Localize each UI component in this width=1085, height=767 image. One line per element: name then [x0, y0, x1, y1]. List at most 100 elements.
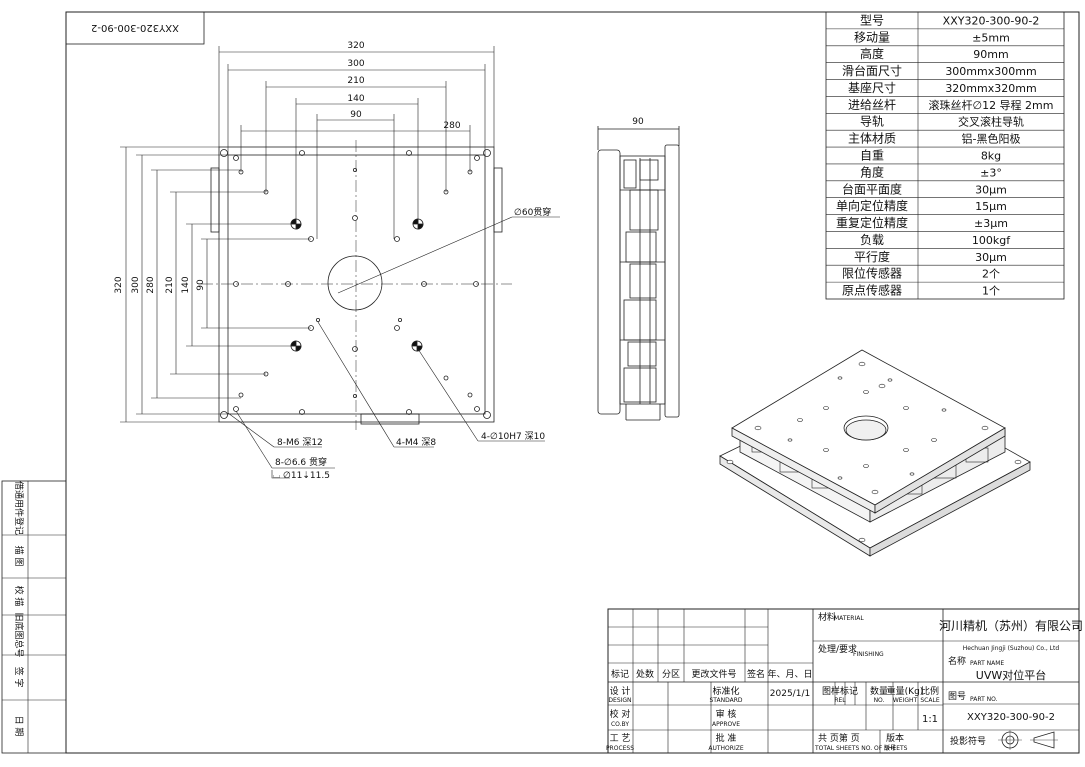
- callout-center-hole: ∅60贯穿: [514, 206, 551, 218]
- part-name-label: 名称: [948, 655, 966, 667]
- spec-label: 重复定位精度: [836, 215, 908, 230]
- callout-leaders: [227, 216, 560, 479]
- spec-value: 8kg: [981, 150, 1001, 163]
- spec-value: ±5mm: [972, 31, 1010, 44]
- approve-label-en: AUTHORIZE: [708, 745, 743, 752]
- spec-label: 高度: [860, 46, 884, 61]
- callout-counterbore: ⌴ ∅11⇣11.5: [273, 471, 330, 481]
- dim-side-90: 90: [632, 117, 644, 127]
- top-view: [201, 140, 512, 430]
- spec-value: 90mm: [973, 48, 1008, 61]
- isometric-view: [719, 349, 1031, 557]
- spec-label: 型号: [860, 13, 884, 27]
- design-label: 设 计: [610, 685, 631, 697]
- dim-left-320: 320: [114, 276, 124, 293]
- callout-pin-hole: 4-∅10H7 深10: [481, 431, 545, 442]
- projection-symbol: [998, 730, 1058, 750]
- dim-top-210: 210: [347, 76, 364, 86]
- spec-value: XXY320-300-90-2: [943, 14, 1040, 27]
- title-block: [607, 608, 1080, 754]
- standard-label: 标准化: [712, 685, 739, 697]
- weight-label: 重量(Kg): [887, 685, 924, 697]
- side-view: [597, 126, 680, 421]
- spec-label: 自重: [860, 149, 884, 163]
- dim-left-210: 210: [165, 276, 175, 293]
- process-label-en: PROCESS: [606, 745, 634, 752]
- callout-thru-hole: 8-∅6.6 贯穿: [275, 456, 327, 468]
- sheet-border: [65, 11, 1080, 754]
- dim-left-300: 300: [131, 276, 141, 293]
- spec-value: 100kgf: [972, 234, 1011, 247]
- material-label: 材料: [818, 611, 836, 623]
- dim-top-140: 140: [347, 94, 364, 104]
- stage-mark-label-en: REL: [834, 697, 846, 704]
- spec-label: 主体材质: [848, 132, 896, 146]
- dim-left-90: 90: [196, 279, 206, 291]
- left-dimension-lines: [120, 146, 311, 423]
- version-label: 版本: [886, 732, 904, 744]
- material-label-en: MATERIAL: [834, 615, 864, 622]
- side-strip-lines: [2, 481, 66, 753]
- side-strip: [1, 480, 67, 754]
- dim-left-280: 280: [146, 276, 156, 293]
- dim-top-90: 90: [350, 110, 362, 120]
- weight-label-en: WEIGHT: [893, 697, 918, 704]
- spec-label: 滑台面尺寸: [842, 63, 902, 78]
- top-dimension-labels: 320 300 210 140 90 280: [347, 41, 460, 131]
- callout-m6: 8-M6 深12: [277, 437, 323, 448]
- callout-m4: 4-M4 深8: [396, 437, 436, 448]
- spec-label: 原点传感器: [842, 283, 902, 298]
- version-label-en: 版号: [884, 744, 896, 752]
- side-label-check-trace: 校 描: [13, 586, 25, 607]
- projection-label: 投影符号: [950, 735, 986, 747]
- rev-header-doc: 更改文件号: [691, 668, 736, 680]
- spec-label: 单向定位精度: [836, 198, 908, 213]
- check-label: 校 对: [610, 708, 631, 720]
- inverted-title-box: [65, 11, 205, 45]
- callouts: ∅60贯穿 8-M6 深12 8-∅6.6 贯穿 ⌴ ∅11⇣11.5 4-M4…: [273, 206, 551, 481]
- drawing-no-label-en: PART NO.: [970, 696, 998, 703]
- spec-value: 滚珠丝杆∅12 导程 2mm: [928, 98, 1053, 112]
- dim-top-280: 280: [443, 121, 460, 131]
- spec-label: 移动量: [854, 30, 890, 44]
- process-label: 工 艺: [610, 733, 631, 744]
- rev-header-count: 处数: [636, 668, 654, 680]
- spec-label: 平行度: [854, 249, 890, 264]
- side-label-sign: 签 字: [13, 667, 25, 688]
- audit-label-en: APPROVE: [712, 721, 740, 728]
- spec-value: 铝-黑色阳极: [962, 132, 1021, 146]
- quantity-label: 数量: [870, 685, 888, 697]
- spec-label: 导轨: [860, 115, 884, 129]
- rev-header-sign: 签名: [747, 668, 765, 680]
- title-block-text: 材料 MATERIAL 处理/要求 FINISHING 河川精机（苏州）有限公司…: [606, 611, 1083, 752]
- side-label-trace: 描 图: [13, 546, 25, 567]
- spec-value: 1个: [982, 285, 1000, 298]
- side-labels: 借通用件登记 描 图 校 描 旧底图总号 签 字 日 期: [13, 481, 25, 736]
- rev-header-date: 年、月、日: [767, 668, 812, 680]
- dim-left-140: 140: [181, 276, 191, 293]
- finishing-label-en: FINISHING: [853, 651, 884, 658]
- spec-label: 负载: [860, 233, 884, 247]
- audit-label: 审 核: [716, 708, 737, 720]
- drawing-number: XXY320-300-90-2: [967, 712, 1055, 723]
- dim-top-300: 300: [347, 59, 364, 69]
- spec-label: 限位传感器: [842, 266, 902, 281]
- spec-value: 30μm: [975, 183, 1007, 196]
- spec-value: 2个: [982, 268, 1000, 281]
- approve-label: 批 准: [716, 732, 737, 744]
- design-label-en: DESIGN: [608, 697, 631, 704]
- stage-mark-label: 图样标记: [822, 685, 858, 697]
- dim-top-320: 320: [347, 41, 364, 51]
- rev-header-zone: 分区: [662, 669, 680, 680]
- design-date: 2025/1/1: [770, 689, 810, 699]
- scale-label: 比例: [921, 685, 939, 697]
- company-name: 河川精机（苏州）有限公司: [939, 619, 1083, 633]
- check-label-en: CO.BY: [611, 721, 629, 728]
- top-dimension-lines: [218, 46, 495, 239]
- scale-value: 1:1: [922, 714, 938, 725]
- standard-label-en: STANDARD: [709, 697, 742, 704]
- finishing-label: 处理/要求: [818, 643, 857, 655]
